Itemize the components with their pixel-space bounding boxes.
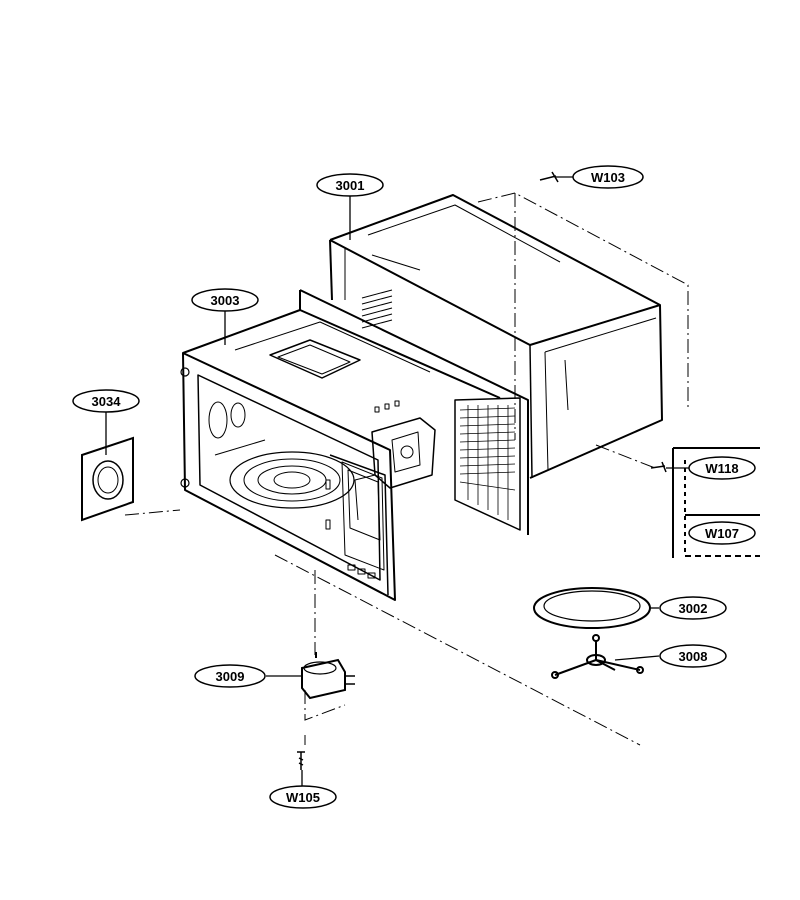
mica-cover-3034 (81, 436, 134, 522)
svg-text:3002: 3002 (679, 601, 708, 616)
svg-text:3003: 3003 (211, 293, 240, 308)
roller-coupler-3008 (551, 634, 644, 679)
screw-w118 (650, 461, 667, 473)
screw-w105 (297, 751, 305, 770)
turntable-motor-3009 (301, 652, 355, 700)
callout-3002: 3002 (659, 596, 727, 620)
callout-w105: W105 (269, 785, 337, 809)
svg-text:W118: W118 (705, 461, 738, 476)
screw-w103 (539, 171, 559, 183)
svg-text:W107: W107 (705, 526, 739, 541)
mesh-grille (459, 405, 516, 520)
leader-lines (105, 176, 690, 786)
callout-3008: 3008 (659, 644, 727, 668)
control-panel-buttons (347, 564, 376, 579)
svg-text:W105: W105 (286, 790, 320, 805)
callout-3009: 3009 (194, 664, 266, 688)
svg-text:3009: 3009 (216, 669, 245, 684)
callout-3034: 3034 (72, 389, 140, 413)
callout-w118: W118 (688, 456, 756, 480)
outer-cabinet (329, 194, 663, 479)
svg-text:3034: 3034 (92, 394, 122, 409)
callout-3001: 3001 (316, 173, 384, 197)
svg-text:3001: 3001 (336, 178, 365, 193)
callout-w107: W107 (688, 521, 756, 545)
cabinet-vent-slots (361, 289, 393, 329)
callout-3003: 3003 (191, 288, 259, 312)
inner-cavity-chassis (180, 289, 529, 601)
glass-tray-3002 (533, 587, 651, 629)
callout-w103: W103 (572, 165, 644, 189)
w107-reference-box (672, 447, 760, 558)
svg-text:3008: 3008 (679, 649, 708, 664)
svg-text:W103: W103 (591, 170, 625, 185)
